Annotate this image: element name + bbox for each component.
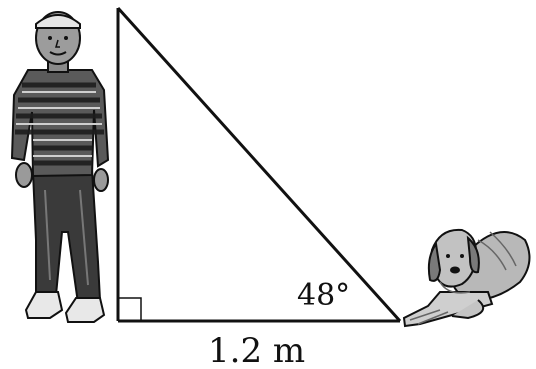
man-right-hand [93,168,109,192]
man-left-shoe [24,291,64,319]
base-length-label: 1.2 m [208,331,305,369]
dog-head [430,228,478,288]
man-right-shoe [64,297,106,323]
triangle-hypotenuse [116,6,402,323]
man-cap [35,14,81,29]
man-left-hand [15,162,33,188]
dog-ear [427,241,442,282]
man-illustration [10,11,110,323]
right-triangle [116,6,402,323]
dog-illustration [402,228,531,328]
angle-label: 48° [297,278,350,313]
right-angle-marker [118,297,142,321]
man-trousers [31,168,102,305]
